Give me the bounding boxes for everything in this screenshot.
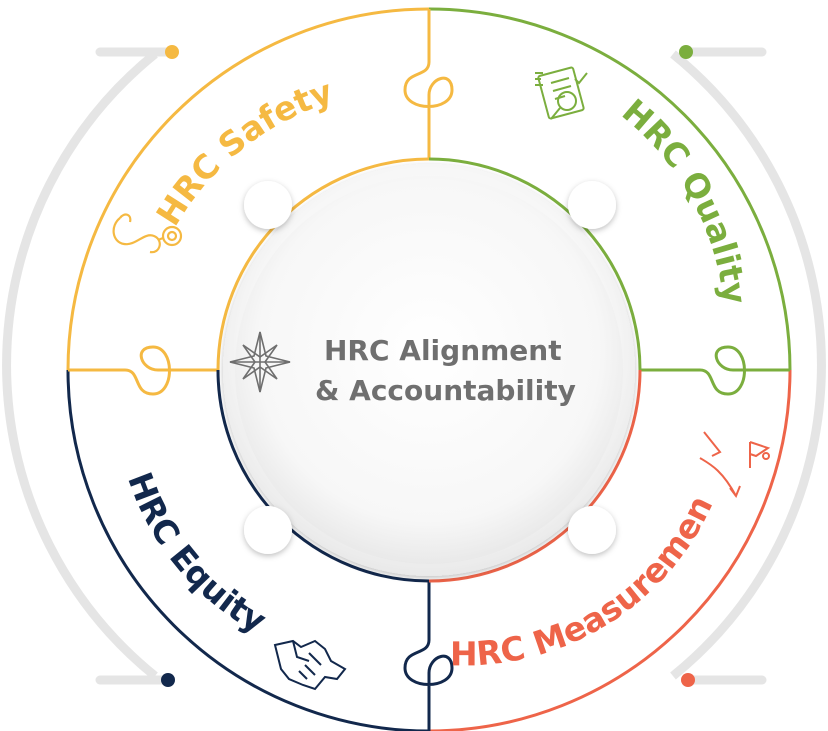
center-title-line1: HRC Alignment	[324, 334, 562, 367]
center-title-line2: & Accountability	[315, 374, 576, 407]
compass-rose-icon	[229, 331, 291, 393]
measurement-outer-arc	[428, 369, 792, 731]
equity-outer-arc	[66, 369, 430, 731]
handshake-icon	[273, 639, 347, 691]
equity-dot	[161, 673, 175, 687]
safety-dot	[165, 45, 179, 59]
quality-review-icon	[535, 66, 588, 120]
divider-right	[640, 345, 790, 396]
measurement-dot	[681, 673, 695, 687]
right-bracket	[670, 47, 826, 685]
divider-bottom	[403, 582, 454, 731]
left-bracket	[2, 47, 175, 685]
flag-trajectory-icon	[699, 431, 771, 499]
quality-dot	[679, 45, 693, 59]
stethoscope-icon	[112, 213, 183, 254]
safety-outer-arc	[66, 7, 430, 371]
quality-outer-arc	[428, 7, 792, 371]
divider-left	[68, 345, 218, 396]
divider-top	[403, 9, 454, 158]
center-knobs	[244, 181, 616, 554]
